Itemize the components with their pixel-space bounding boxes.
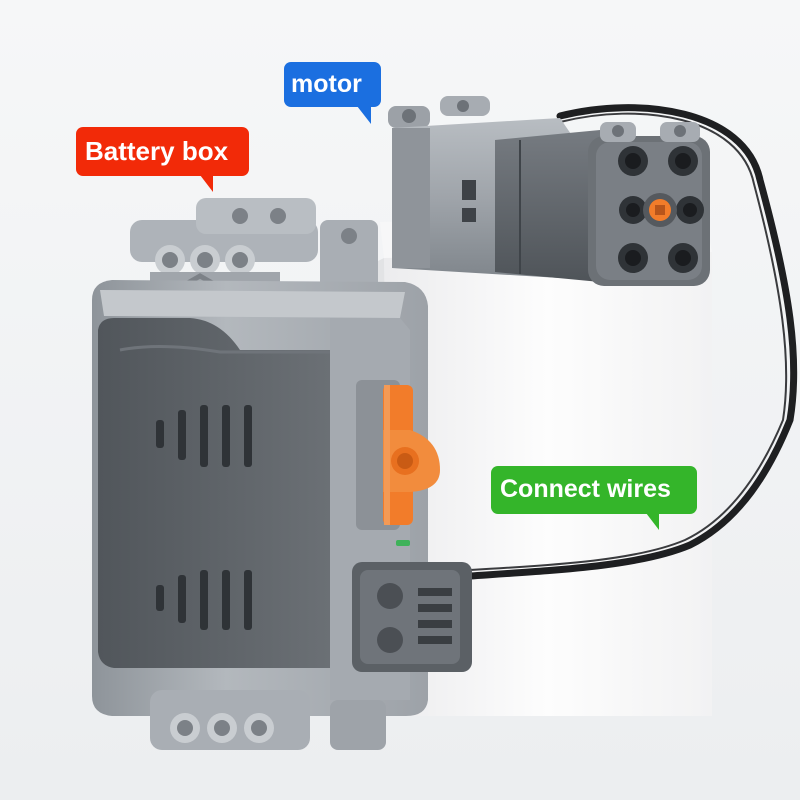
battery-box-callout-text: Battery box [85, 136, 229, 166]
connect-wires-callout-text: Connect wires [500, 475, 671, 503]
connect-wires-callout-tail [646, 513, 659, 530]
motor-callout-tail [357, 106, 371, 124]
motor-callout: motor [284, 62, 381, 124]
battery-box-callout: Battery box [76, 127, 249, 192]
battery-box-callout-tail [200, 175, 213, 192]
motor-callout-text: motor [291, 70, 362, 98]
battery-box [92, 198, 472, 750]
connector-cable [466, 104, 798, 580]
connect-wires-callout: Connect wires [491, 466, 697, 530]
power-motor [388, 96, 710, 286]
